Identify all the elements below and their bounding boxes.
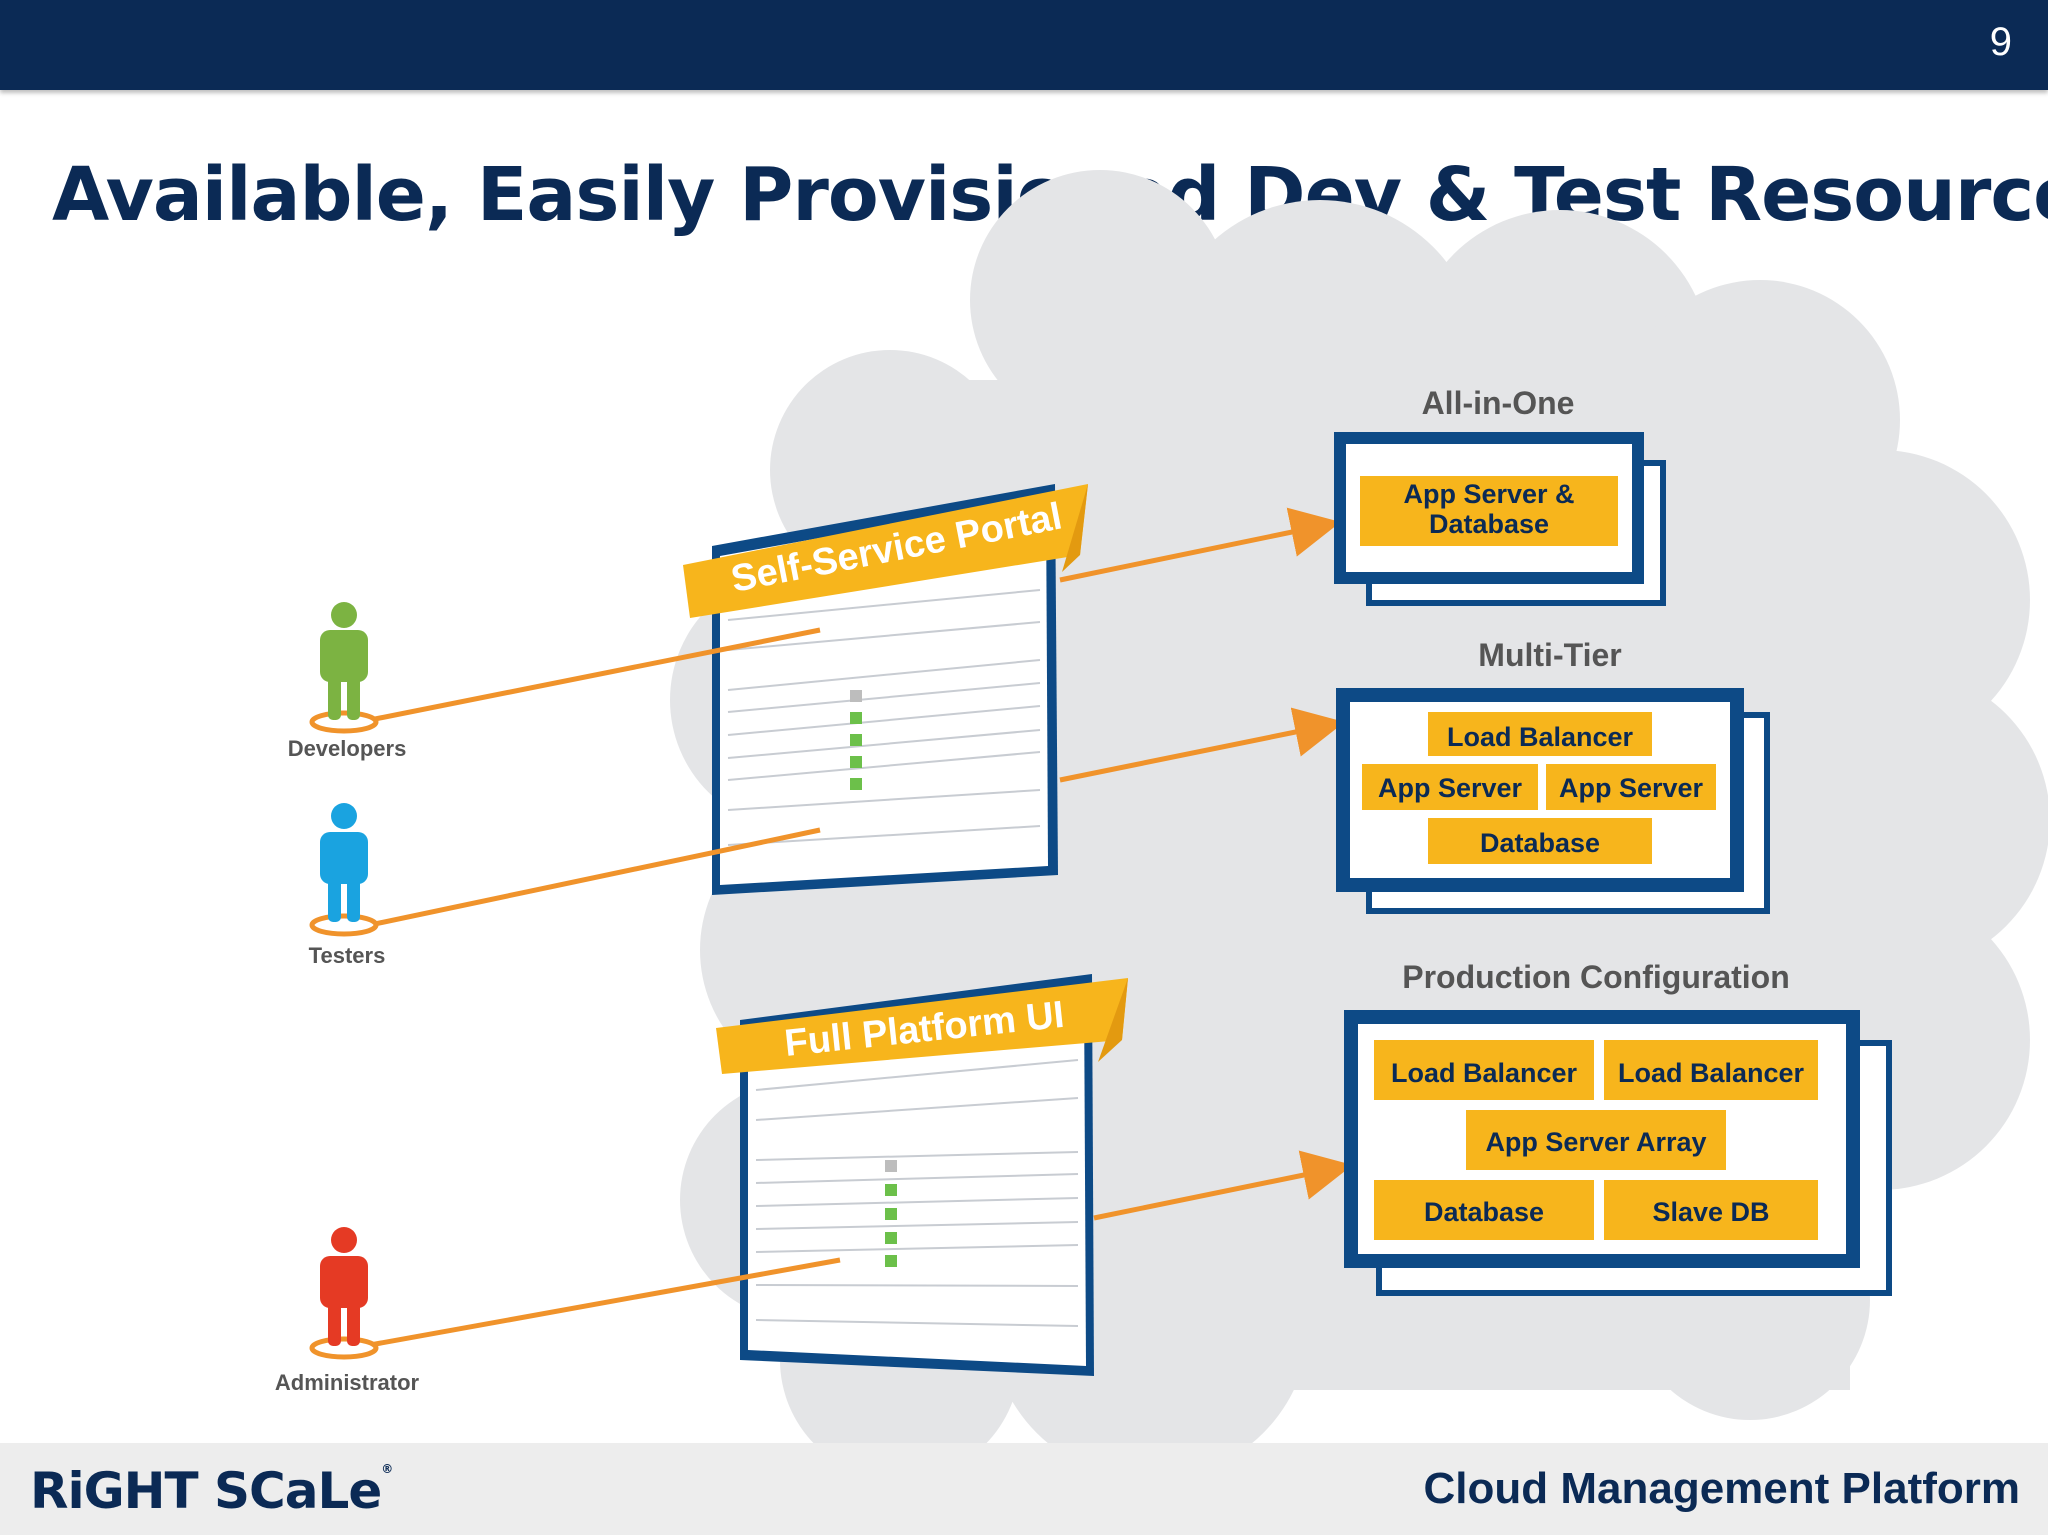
tester-person-icon xyxy=(309,803,379,937)
all-in-one-title: All-in-One xyxy=(1422,385,1575,421)
production-database: Database xyxy=(1424,1197,1544,1227)
production-load-balancer-2: Load Balancer xyxy=(1618,1058,1805,1088)
multi-tier-load-balancer: Load Balancer xyxy=(1447,722,1634,752)
all-in-one-panel: App Server & Database xyxy=(1334,432,1666,606)
registered-mark: ® xyxy=(381,1462,393,1476)
full-platform-ui: Full Platform UI xyxy=(716,974,1128,1376)
app-server-database-line2: Database xyxy=(1429,509,1549,539)
developers-label: Developers xyxy=(288,736,407,761)
top-bar: 9 xyxy=(0,0,2048,90)
portal-screenshot-lines xyxy=(727,589,1041,846)
administrator-label: Administrator xyxy=(275,1370,420,1395)
app-server-database-line1: App Server & xyxy=(1403,479,1574,509)
self-service-portal: Self-Service Portal xyxy=(683,484,1088,895)
footer-bar xyxy=(0,1443,2048,1535)
production-slave-db: Slave DB xyxy=(1652,1197,1769,1227)
multi-tier-database: Database xyxy=(1480,828,1600,858)
platform-screenshot-lines xyxy=(755,1059,1079,1327)
multi-tier-app-server-1: App Server xyxy=(1378,773,1523,803)
production-app-server-array: App Server Array xyxy=(1485,1127,1706,1157)
user-connector-lines xyxy=(369,627,841,1348)
administrator-person-icon xyxy=(309,1227,379,1360)
testers-label: Testers xyxy=(309,943,386,968)
production-config-title: Production Configuration xyxy=(1402,959,1790,995)
logo-text: RiGHT SCaLe xyxy=(30,1462,382,1520)
footer-tagline: Cloud Management Platform xyxy=(1423,1464,2021,1513)
multi-tier-title: Multi-Tier xyxy=(1478,637,1621,673)
developer-person-icon xyxy=(309,602,379,734)
multi-tier-panel: Load Balancer App Server App Server Data… xyxy=(1336,688,1770,914)
rightscale-logo: RiGHT SCaLe® xyxy=(30,1462,393,1520)
slide-number: 9 xyxy=(1989,20,2012,64)
multi-tier-app-server-2: App Server xyxy=(1559,773,1704,803)
production-load-balancer-1: Load Balancer xyxy=(1391,1058,1578,1088)
arrow-icon xyxy=(1059,507,1353,1221)
production-config-panel: Load Balancer Load Balancer App Server A… xyxy=(1344,1010,1892,1296)
